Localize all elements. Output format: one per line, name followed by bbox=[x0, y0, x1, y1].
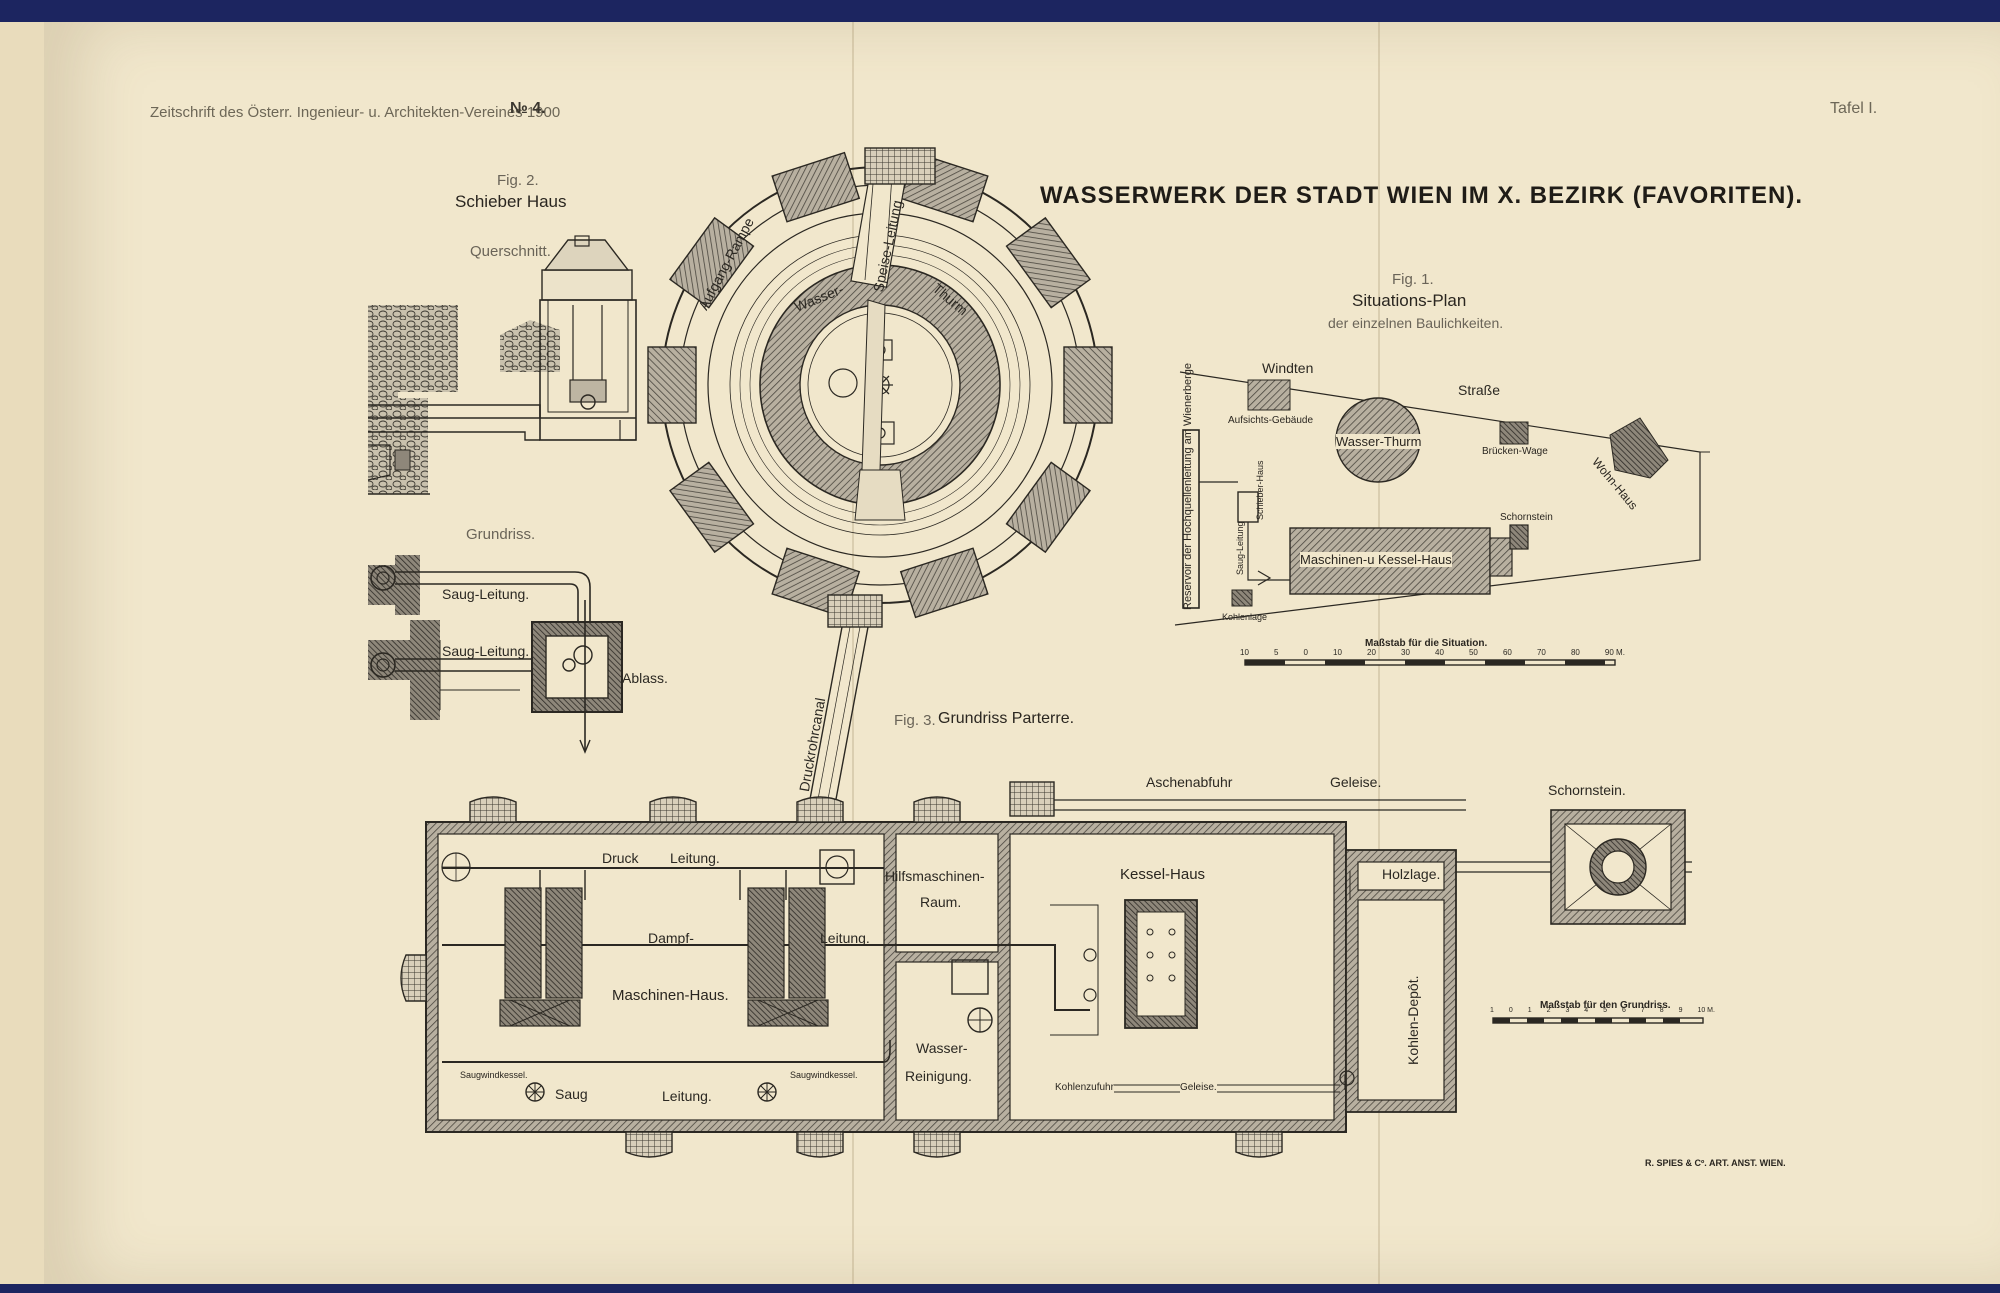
fig3-hilfsmaschinen: Hilfsmaschinen- bbox=[885, 868, 985, 884]
ground-scale-tick: 10 M. bbox=[1697, 1007, 1715, 1014]
site-scale-tick: 20 bbox=[1367, 648, 1376, 657]
water-tower-plan bbox=[647, 147, 1113, 628]
fold-line-1 bbox=[852, 22, 854, 1284]
fig3-dampf-leitung: Leitung. bbox=[820, 930, 870, 946]
ground-scale-tick: 6 bbox=[1622, 1007, 1626, 1014]
site-scale-tick: 10 bbox=[1333, 648, 1342, 657]
fig3-saug: Saug bbox=[555, 1086, 588, 1102]
fig3-dampf: Dampf- bbox=[648, 930, 694, 946]
ground-scale-tick: 4 bbox=[1584, 1007, 1589, 1014]
site-scale-tick: 70 bbox=[1536, 648, 1546, 657]
fig2-label: Fig. 2. bbox=[497, 172, 539, 189]
fig3-druck: Druck bbox=[602, 850, 639, 866]
left-page-edge bbox=[0, 22, 49, 1284]
site-scale-tick: 90 M. bbox=[1604, 648, 1625, 657]
ground-scale-tick: 0 bbox=[1508, 1007, 1513, 1014]
site-schornstein: Schornstein bbox=[1500, 512, 1553, 523]
ground-scale-tick: 5 bbox=[1603, 1007, 1608, 1014]
fig3-kohlenzufuhr: Kohlenzufuhr bbox=[1055, 1082, 1114, 1093]
site-windten: Windten bbox=[1262, 360, 1314, 376]
issue-number: № 4. bbox=[510, 100, 546, 117]
fig2-section-label: Querschnitt. bbox=[470, 243, 551, 260]
ground-scale-tick: 2 bbox=[1546, 1007, 1551, 1014]
fig2-ablass: Ablass. bbox=[622, 670, 668, 686]
fig3-raum: Raum. bbox=[920, 894, 962, 910]
fig2-saug-leitung-1: Saug-Leitung. bbox=[442, 586, 530, 602]
site-scale-ticks: 10 5 0 10 20 30 40 50 60 70 80 90 M. bbox=[1240, 648, 1625, 657]
fig3-title: Grundriss Parterre. bbox=[938, 710, 1075, 727]
fig3-druck-leitung: Leitung. bbox=[670, 850, 720, 866]
fig2-section-drawing bbox=[367, 235, 637, 495]
site-scale-title: Maßstab für die Situation. bbox=[1365, 638, 1488, 649]
fig3-maschinen-haus: Maschinen-Haus. bbox=[612, 987, 729, 1004]
fig3-kohlen-geleise: Geleise. bbox=[1180, 1082, 1217, 1093]
site-plan-scale-bar bbox=[1244, 659, 1616, 666]
site-scale-tick: 10 bbox=[1240, 648, 1249, 657]
ground-floor-plan bbox=[400, 781, 1692, 1158]
fig3-kessel-haus: Kessel-Haus bbox=[1120, 866, 1206, 883]
fig1-label: Fig. 1. bbox=[1392, 271, 1434, 288]
journal-header: Zeitschrift des Österr. Ingenieur- u. Ar… bbox=[150, 104, 561, 121]
site-kohlenlage: Kohlenlage bbox=[1222, 612, 1268, 622]
fig3-wasser: Wasser- bbox=[916, 1040, 968, 1056]
fig2-saug-leitung-2: Saug-Leitung. bbox=[442, 643, 530, 659]
fig2-plan-drawing bbox=[368, 555, 623, 754]
fig2-title: Schieber Haus bbox=[455, 192, 567, 211]
site-saug-leitung: Saug-Leitung bbox=[1235, 521, 1245, 575]
fig3-kohlen-depot: Kohlen-Depôt. bbox=[1405, 975, 1421, 1065]
ground-scale-ticks: 1 0 1 2 3 4 5 6 7 8 9 10 M. bbox=[1490, 1007, 1715, 1014]
fig3-saugwindkessel-1: Saugwindkessel. bbox=[460, 1070, 528, 1080]
main-title: WASSERWERK DER STADT WIEN IM X. BEZIRK (… bbox=[1040, 182, 1804, 209]
fig3-schornstein: Schornstein. bbox=[1548, 782, 1626, 798]
fig3-reinigung: Reinigung. bbox=[905, 1068, 972, 1084]
site-scale-tick: 60 bbox=[1502, 648, 1512, 657]
site-aufsichts-gebaeude: Aufsichts-Gebäude bbox=[1228, 415, 1314, 426]
fig3-holzlage: Holzlage. bbox=[1382, 866, 1441, 882]
fig1-title: Situations-Plan bbox=[1352, 291, 1467, 310]
plate-number: Tafel I. bbox=[1830, 100, 1878, 117]
ground-scale-tick: 8 bbox=[1659, 1007, 1664, 1014]
site-reservoir: Reservoir der Hochquellenleitung am Wien… bbox=[1182, 362, 1194, 610]
ground-scale-tick: 9 bbox=[1678, 1007, 1683, 1014]
ground-scale-tick: 1 bbox=[1527, 1007, 1532, 1014]
fig3-saug-leitung: Leitung. bbox=[662, 1088, 712, 1104]
druckrohrcanal bbox=[807, 626, 869, 811]
site-strasse: Straße bbox=[1458, 382, 1501, 398]
fig2-plan-label: Grundriss. bbox=[466, 526, 536, 543]
site-scale-tick: 80 bbox=[1570, 648, 1580, 657]
fig3-saugwindkessel-2: Saugwindkessel. bbox=[790, 1070, 858, 1080]
fig3-geleise: Geleise. bbox=[1330, 774, 1382, 790]
ground-scale-tick: 3 bbox=[1565, 1007, 1570, 1014]
site-maschinen-kessel-haus: Maschinen-u Kessel-Haus bbox=[1300, 552, 1452, 567]
ground-scale-title: Maßstab für den Grundriss. bbox=[1540, 1000, 1671, 1011]
site-bruecken-wage: Brücken-Wage bbox=[1482, 446, 1548, 457]
site-scale-tick: 50 bbox=[1468, 648, 1478, 657]
site-wasser-thurm: Wasser-Thurm bbox=[1336, 434, 1422, 449]
fig1-subtitle: der einzelnen Baulichkeiten. bbox=[1328, 315, 1504, 331]
site-schieber-haus: Schieber-Haus bbox=[1255, 460, 1265, 520]
ground-scale-tick: 7 bbox=[1640, 1007, 1645, 1014]
printer-credit: R. SPIES & Cº. ART. ANST. WIEN. bbox=[1645, 1158, 1786, 1168]
ground-scale-tick: 1 bbox=[1490, 1007, 1494, 1014]
site-scale-tick: 40 bbox=[1435, 648, 1444, 657]
fig3-aschenabfuhr: Aschenabfuhr bbox=[1146, 774, 1233, 790]
fold-line-2 bbox=[1378, 22, 1380, 1284]
site-scale-tick: 0 bbox=[1303, 648, 1308, 657]
site-scale-tick: 30 bbox=[1401, 648, 1410, 657]
fig3-label: Fig. 3. bbox=[894, 712, 936, 729]
ground-plan-scale-bar bbox=[1492, 1017, 1704, 1024]
site-scale-tick: 5 bbox=[1273, 648, 1279, 657]
